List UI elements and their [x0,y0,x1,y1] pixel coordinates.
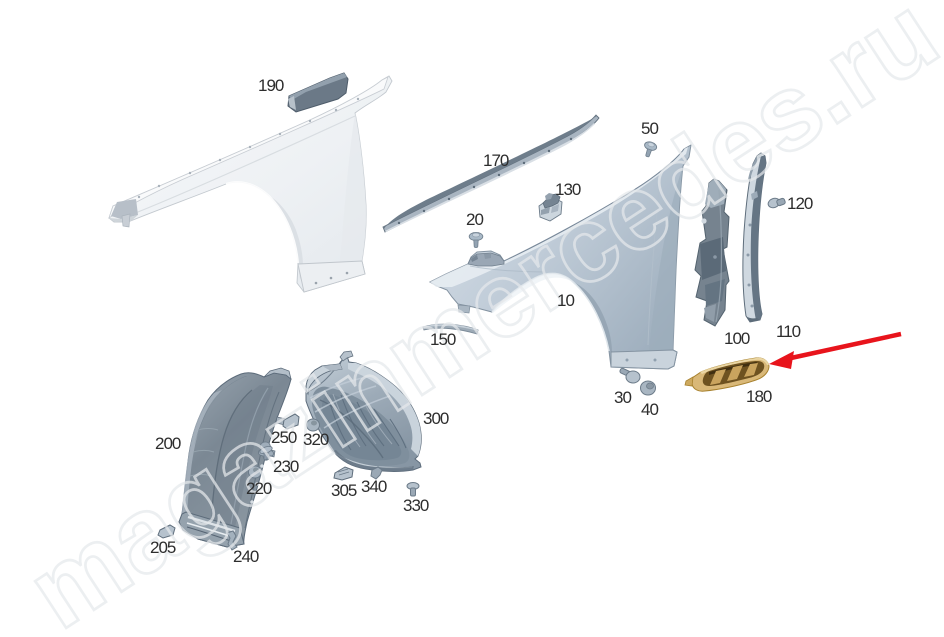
svg-text:100: 100 [724,329,750,348]
svg-text:240: 240 [233,547,259,566]
svg-text:magazinmercedes.ru: magazinmercedes.ru [7,0,944,637]
svg-text:20: 20 [466,210,483,229]
svg-text:340: 340 [361,477,387,496]
svg-text:205: 205 [150,538,176,557]
svg-text:10: 10 [557,291,574,310]
svg-text:120: 120 [787,194,813,213]
svg-text:220: 220 [246,479,272,498]
svg-text:190: 190 [258,76,284,95]
svg-text:200: 200 [155,434,181,453]
svg-text:150: 150 [430,330,456,349]
svg-text:110: 110 [776,322,801,341]
svg-text:305: 305 [331,481,357,500]
svg-text:170: 170 [483,151,509,170]
svg-text:300: 300 [423,409,449,428]
svg-text:40: 40 [641,400,658,419]
svg-text:330: 330 [403,496,429,515]
svg-text:30: 30 [614,388,631,407]
svg-text:130: 130 [555,180,581,199]
svg-text:230: 230 [273,457,299,476]
svg-text:50: 50 [641,119,658,138]
svg-text:320: 320 [303,430,329,449]
svg-text:180: 180 [746,387,772,406]
svg-text:250: 250 [271,428,297,447]
